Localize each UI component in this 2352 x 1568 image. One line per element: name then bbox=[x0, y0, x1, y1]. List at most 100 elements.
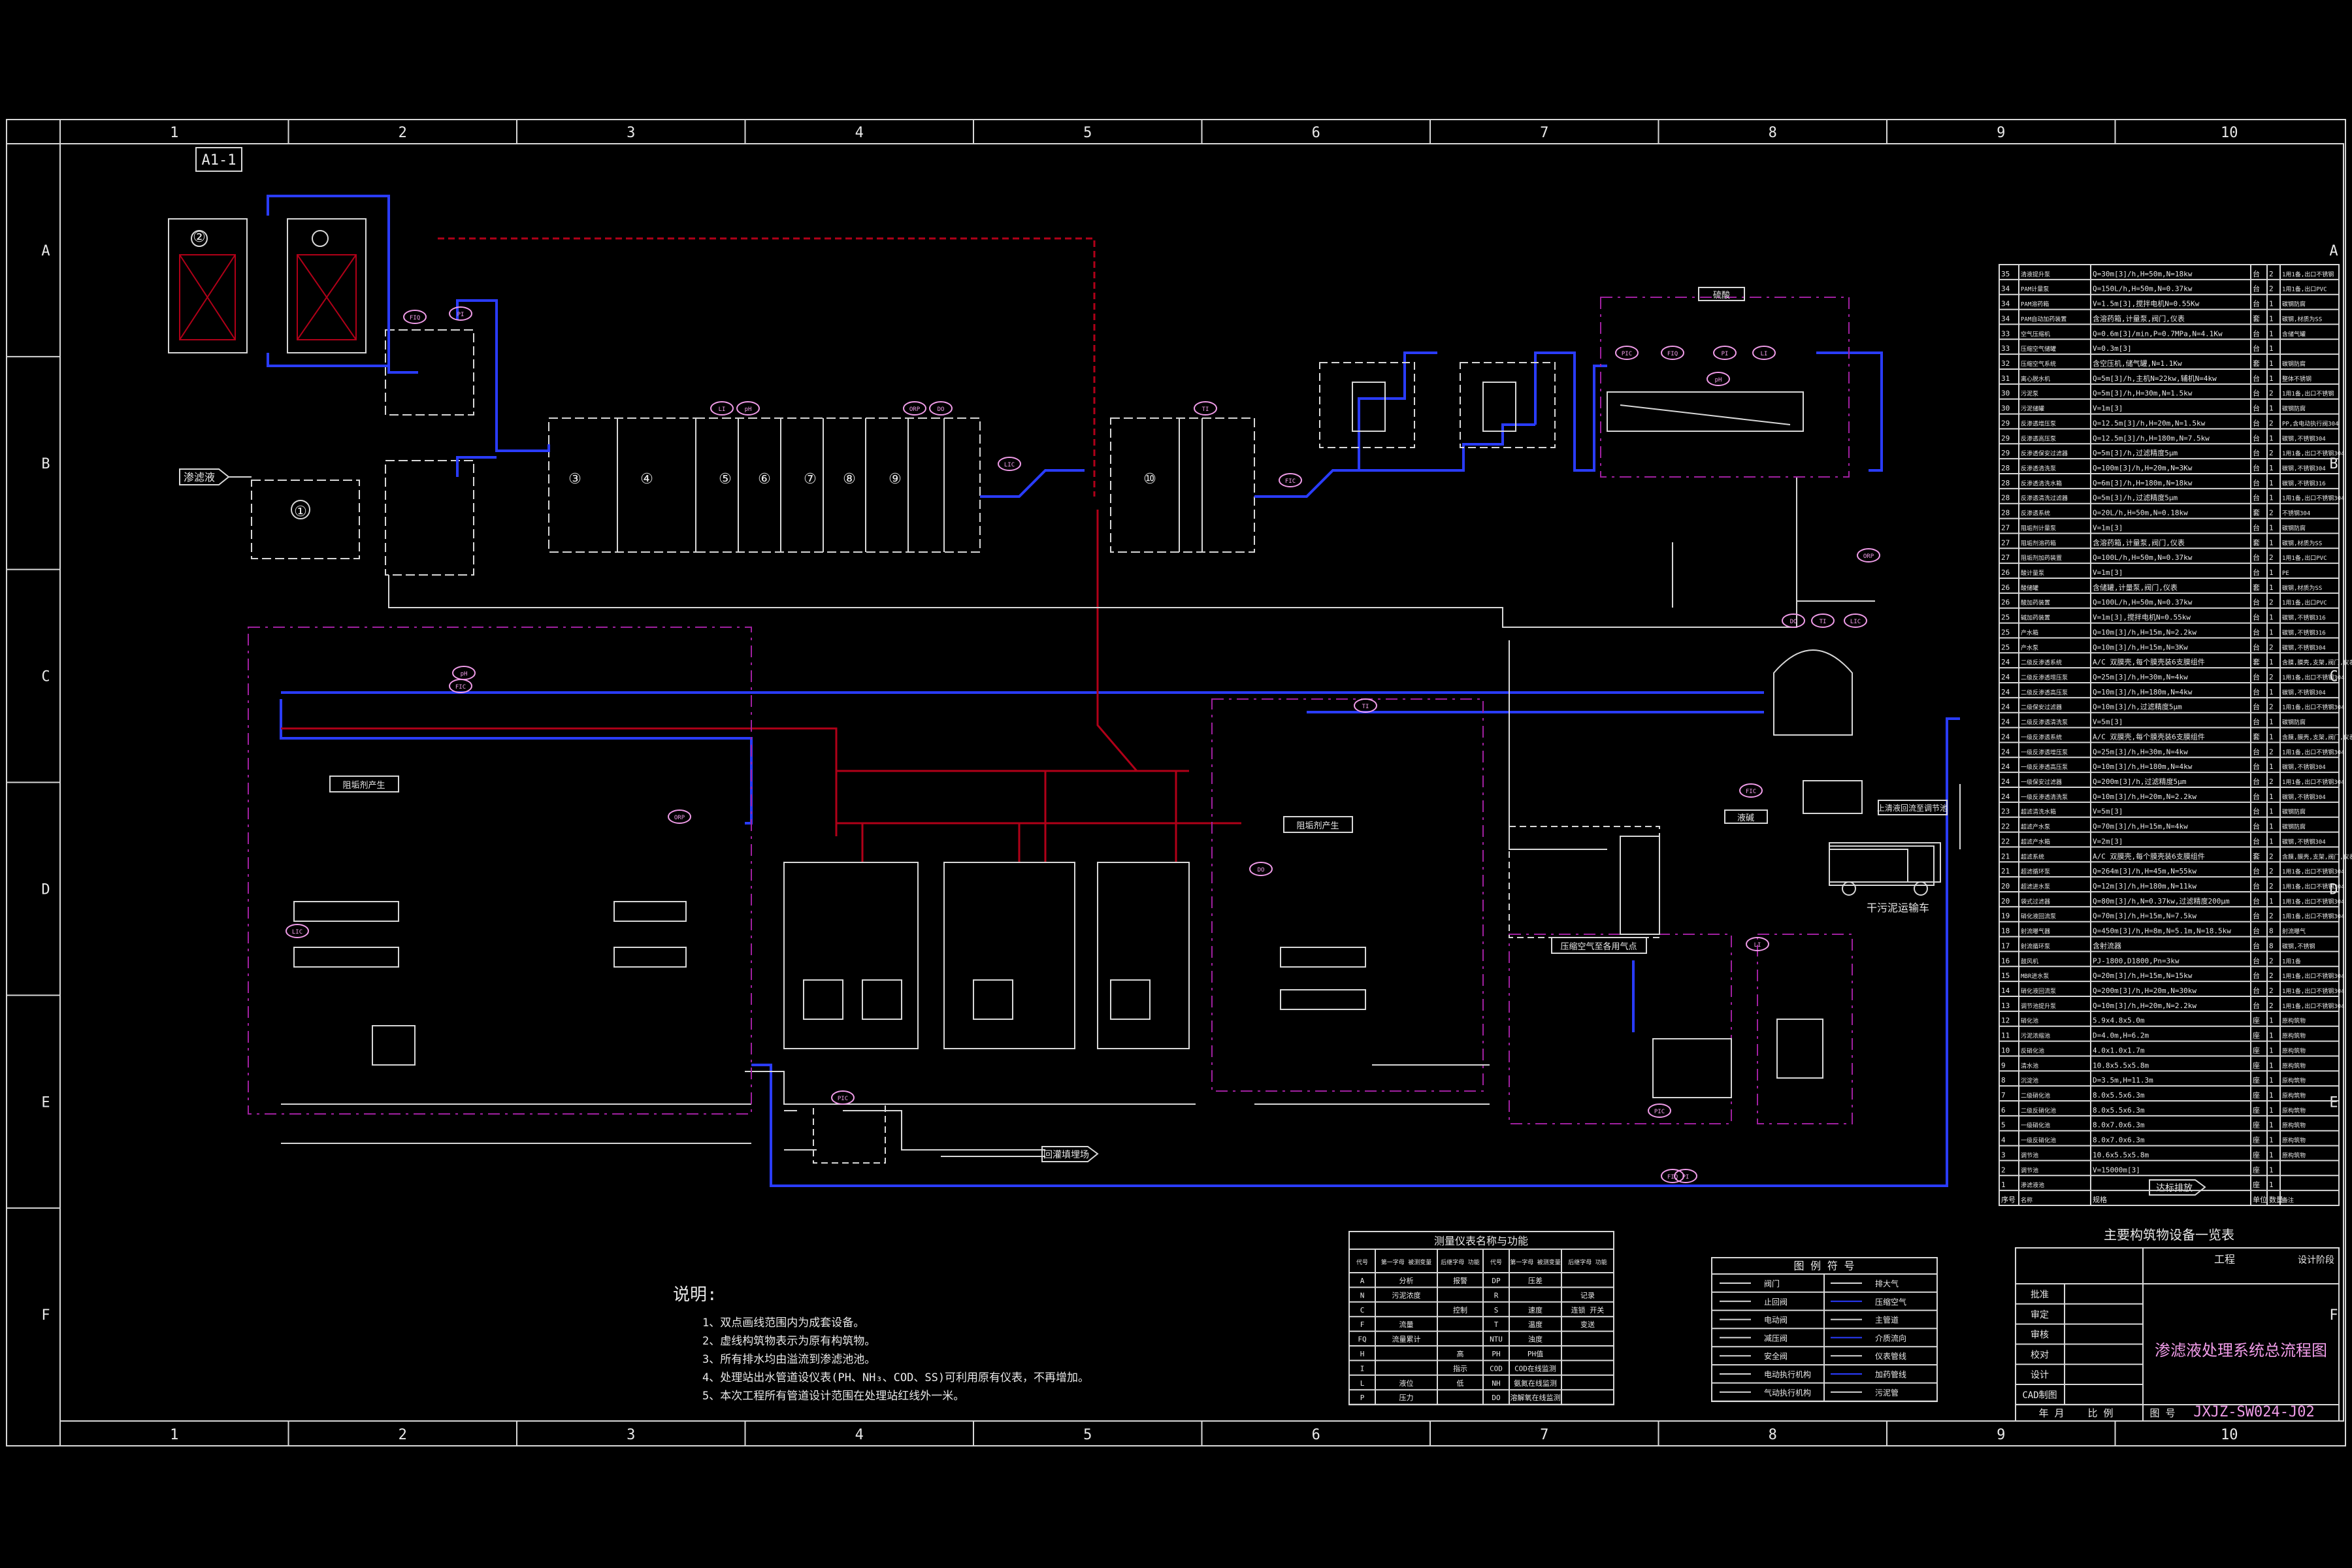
instrument-bubble bbox=[1746, 937, 1769, 951]
col-label: 6 bbox=[1312, 125, 1320, 141]
equipment-cell: 原构筑物 bbox=[2282, 1107, 2306, 1115]
equipment-cell: 射流曝气 bbox=[2282, 928, 2306, 936]
legend-item: 安全阀 bbox=[1764, 1351, 1788, 1361]
equipment-cell: 二级反硝化池 bbox=[2021, 1107, 2056, 1115]
instrument-table-cell: P bbox=[1360, 1394, 1365, 1402]
equipment-cell: V=1m[3],搅拌电机N=0.55kw bbox=[2093, 613, 2191, 622]
equipment-cell: 清液提升泵 bbox=[2021, 270, 2050, 278]
equipment-cell: 8.0x7.0x6.3m bbox=[2093, 1121, 2145, 1130]
instrument-table-title: 测量仪表名称与功能 bbox=[1434, 1235, 1528, 1247]
legend-item: 压缩空气 bbox=[1875, 1297, 1906, 1307]
instrument-tag: PI bbox=[457, 312, 465, 318]
instrument-table-cell: A bbox=[1360, 1277, 1365, 1285]
equipment-cell: 台 bbox=[2253, 881, 2260, 890]
instrument-bubble bbox=[1648, 1103, 1671, 1118]
equipment-header: 名称 bbox=[2021, 1196, 2033, 1204]
instrument-table-cell: 低 bbox=[1457, 1379, 1464, 1388]
equipment-cell: V=5m[3] bbox=[2093, 718, 2123, 727]
instrument-tag: pH bbox=[461, 671, 468, 678]
instrument-tag: DO bbox=[938, 406, 945, 413]
equipment-cell: 一级硝化池 bbox=[2021, 1122, 2050, 1130]
instrument-table-cell: NH bbox=[1492, 1379, 1500, 1388]
equipment-cell: 1 bbox=[2269, 628, 2274, 636]
equipment-cell: 1 bbox=[2269, 359, 2274, 368]
equipment-cell: 30 bbox=[2001, 404, 2010, 413]
equipment-cell: 套 bbox=[2253, 359, 2260, 368]
equipment-cell: 2 bbox=[2269, 703, 2274, 711]
instrument-table-header: 后继字母 功能 bbox=[1441, 1258, 1479, 1266]
equipment-cell: 反渗透清洗水箱 bbox=[2021, 480, 2062, 487]
instrument-bubble bbox=[736, 401, 760, 416]
instrument-table-cell: NTU bbox=[1490, 1335, 1503, 1344]
equipment-cell: 1 bbox=[2269, 1136, 2274, 1145]
equipment-cell: V=0.3m[3] bbox=[2093, 344, 2132, 353]
unit-number: ③ bbox=[568, 471, 581, 487]
equipment-cell: 台 bbox=[2253, 986, 2260, 995]
storage-tanks-top bbox=[168, 218, 367, 353]
equipment-cell: 29 bbox=[2001, 419, 2010, 427]
equipment-cell: 台 bbox=[2253, 717, 2260, 727]
equipment-cell: 硝化液回流泵 bbox=[2021, 987, 2056, 995]
row-label: A bbox=[41, 243, 50, 259]
note-item: 4、处理站出水管道设仪表(PH、NH₃、COD、SS)可利用原有仪表，不再增加。 bbox=[702, 1371, 1089, 1384]
equipment-cell: 26 bbox=[2001, 583, 2010, 592]
equipment-cell: 28 bbox=[2001, 509, 2010, 517]
equipment-cell: 1 bbox=[2269, 837, 2274, 845]
equipment-cell: 台 bbox=[2253, 702, 2260, 711]
equipment-cell: 台 bbox=[2253, 642, 2260, 651]
equipment-cell: 射流循环泵 bbox=[2021, 942, 2050, 950]
equipment-cell: Q=5m[3]/h,过滤精度5μm bbox=[2093, 493, 2178, 502]
diagram-labels: 硫酸 液碱 阻垢剂产生 阻垢剂产生 压缩空气至各用气点 回灌填埋场 达标排放 上… bbox=[329, 287, 2206, 1196]
drawing-no-label: 图 号 bbox=[2149, 1407, 2175, 1419]
equipment-cell: 2 bbox=[2269, 852, 2274, 860]
equipment-cell: 29 bbox=[2001, 449, 2010, 457]
equipment-cell: 1 bbox=[2269, 762, 2274, 771]
equipment-cell: 1 bbox=[2269, 300, 2274, 308]
equipment-cell: 1用1备,出口不锈钢304 bbox=[2282, 868, 2345, 875]
instrument-tag: ORP bbox=[674, 815, 685, 821]
equipment-cell: 离心脱水机 bbox=[2021, 375, 2050, 383]
equipment-cell: 24 bbox=[2001, 792, 2010, 801]
unit-number: ⑩ bbox=[1143, 471, 1156, 487]
instrument-tag: DO bbox=[1790, 619, 1797, 625]
equipment-cell: 13 bbox=[2001, 1002, 2010, 1010]
instrument-tag: PI bbox=[1722, 351, 1729, 357]
equipment-cell: 台 bbox=[2253, 822, 2260, 831]
equipment-cell: 6 bbox=[2001, 1106, 2006, 1115]
instrument-bubble bbox=[903, 401, 926, 416]
equipment-cell: 21 bbox=[2001, 852, 2010, 860]
unit-number: ① bbox=[294, 504, 307, 520]
equipment-cell: Q=12.5m[3]/h,H=180m,N=7.5kw bbox=[2093, 434, 2210, 442]
instrument-table-cell: 流量累计 bbox=[1392, 1335, 1421, 1344]
equipment-cell: 碳钢,不锈钢 bbox=[2282, 942, 2315, 950]
instrument-table-cell: 污泥浓度 bbox=[1392, 1290, 1421, 1299]
instrument-bubble bbox=[929, 401, 953, 416]
instrument-table-cell: COD在线监测 bbox=[1514, 1364, 1556, 1373]
equipment-cell: 碳钢防腐 bbox=[2282, 360, 2306, 368]
equipment-cell: 15 bbox=[2001, 972, 2010, 980]
equipment-cell: 压缩空气系统 bbox=[2021, 360, 2056, 368]
equipment-cell: 21 bbox=[2001, 867, 2010, 875]
instrument-bubble bbox=[1782, 613, 1805, 628]
instrument-table-header: 后继字母 功能 bbox=[1568, 1258, 1607, 1266]
equipment-cell: Q=264m[3]/h,H=45m,N=55kw bbox=[2093, 867, 2197, 875]
instrument-table-cell: DP bbox=[1492, 1277, 1501, 1285]
equipment-cell: 23 bbox=[2001, 808, 2010, 816]
note-item: 5、本次工程所有管道设计范围在处理站红线外一米。 bbox=[702, 1390, 964, 1403]
instrument-table-cell: 高 bbox=[1457, 1349, 1464, 1358]
equipment-cell: 座 bbox=[2253, 1016, 2260, 1025]
title-role: 设计 bbox=[2031, 1370, 2049, 1380]
equipment-cell: 台 bbox=[2253, 836, 2260, 845]
filter-units bbox=[1319, 362, 1935, 938]
instrument-tag: TI bbox=[1202, 406, 1209, 413]
equipment-cell: 酸储罐 bbox=[2021, 584, 2038, 592]
equipment-cell: 2 bbox=[2269, 912, 2274, 921]
equipment-cell: 不锈钢304 bbox=[2282, 510, 2310, 517]
drawing-no: JXJZ-SW024-J02 bbox=[2193, 1404, 2314, 1420]
outlet-label: 达标排放 bbox=[2156, 1183, 2193, 1194]
col-label: 8 bbox=[1769, 1427, 1777, 1443]
col-label: 9 bbox=[1997, 125, 2005, 141]
instrument-table-cell: FQ bbox=[1358, 1335, 1366, 1344]
